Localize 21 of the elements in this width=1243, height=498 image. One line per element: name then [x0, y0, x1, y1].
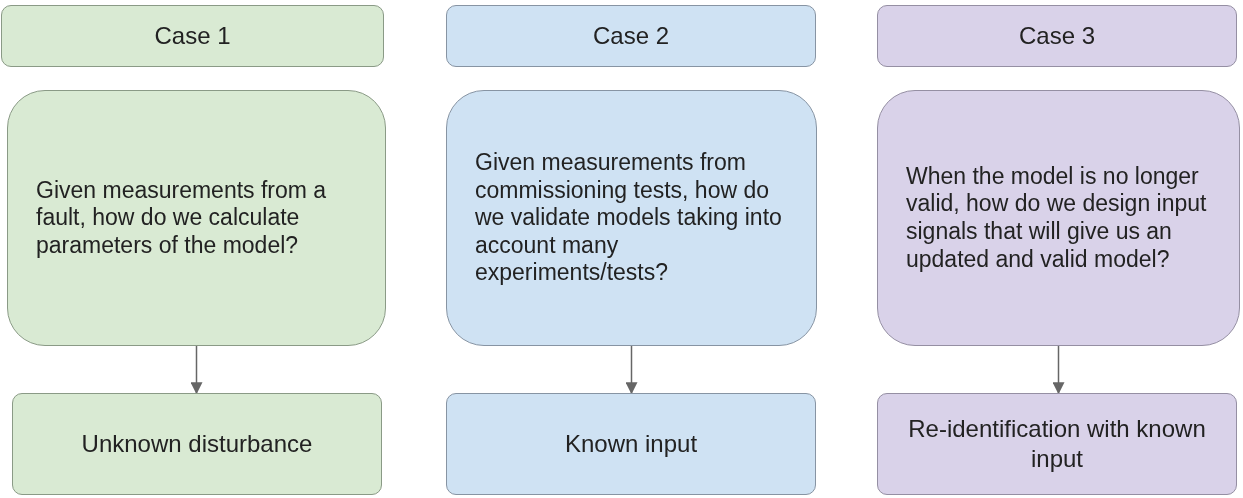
outcome-box	[12, 393, 382, 495]
case-title: Case 2	[592, 21, 669, 51]
case-title: Case 3	[1018, 21, 1095, 51]
question-text: Given measurements from a fault, how do we calculate parameters of the model?	[36, 176, 328, 260]
arrow	[1052, 345, 1065, 395]
outcome-text: Re-identification with known input	[907, 414, 1207, 474]
question-box	[7, 90, 386, 346]
question-box	[446, 90, 817, 346]
case-header-box	[446, 5, 816, 67]
question-box	[877, 90, 1240, 346]
question-text: Given measurements from commissioning tests, how do we validate models taking into account many experiments/tests?	[475, 149, 783, 287]
arrow	[190, 345, 203, 395]
case-header-box	[877, 5, 1237, 67]
outcome-text: Unknown disturbance	[81, 429, 313, 459]
case-title: Case 1	[154, 21, 231, 51]
case-header-box	[1, 5, 384, 67]
arrow	[625, 345, 638, 395]
outcome-box	[877, 393, 1237, 495]
outcome-text: Known input	[564, 429, 698, 459]
outcome-box	[446, 393, 816, 495]
question-text: When the model is no longer valid, how do we design input signals that will give us an updated and valid model?	[906, 162, 1208, 274]
